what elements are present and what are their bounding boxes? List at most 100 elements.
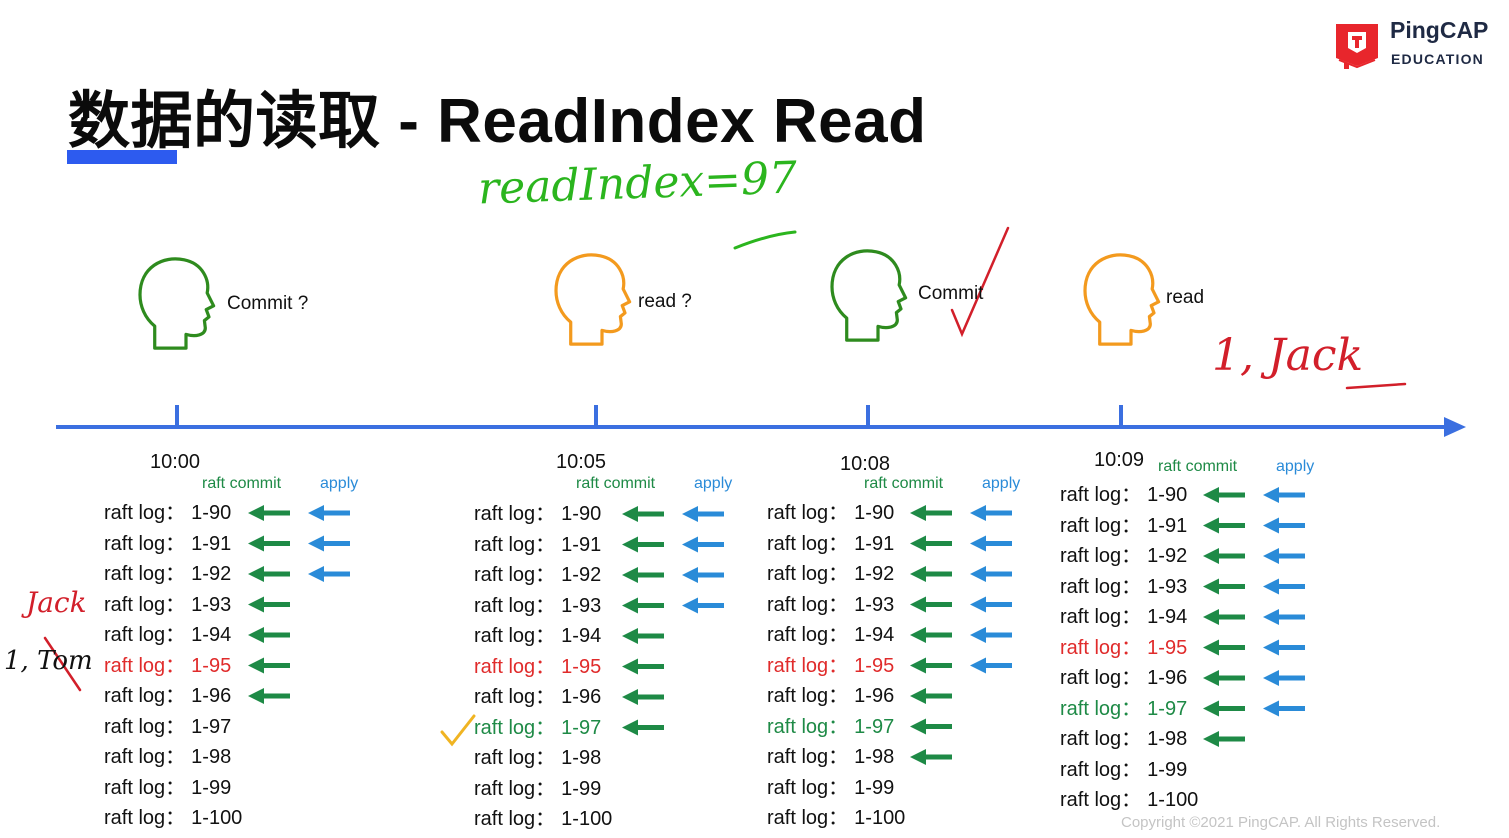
raft-log-row: raft log：1-94 bbox=[474, 624, 601, 648]
raft-log-label: raft log： bbox=[104, 776, 186, 799]
raft-log-label: raft log： bbox=[1060, 606, 1142, 628]
raft-log-label: raft log： bbox=[104, 624, 186, 646]
raft-log-value: 1-92 bbox=[854, 563, 895, 585]
raft-log-value: 1-96 bbox=[191, 685, 232, 707]
raft-log-value: 1-100 bbox=[854, 807, 906, 829]
raft-log-value: 1-91 bbox=[1147, 514, 1188, 537]
raft-log-label: raft log： bbox=[474, 747, 556, 769]
raft-log-value: 1-93 bbox=[561, 594, 602, 617]
commit-arrow-icon bbox=[248, 657, 290, 674]
logo-name: PingCAP bbox=[1390, 17, 1489, 43]
time-label: 10:05 bbox=[556, 451, 607, 473]
commit-arrow-icon bbox=[622, 506, 664, 522]
logo-subtitle: EDUCATION bbox=[1391, 51, 1484, 67]
apply-arrow-icon bbox=[308, 535, 350, 552]
apply-arrow-icon bbox=[682, 567, 724, 583]
commit-arrow-icon bbox=[622, 567, 664, 583]
raft-log-row: raft log：1-100 bbox=[767, 806, 905, 830]
raft-log-label: raft log： bbox=[474, 808, 556, 830]
raft-log-row: raft log：1-92 bbox=[1060, 544, 1187, 568]
raft-log-value: 1-92 bbox=[1147, 545, 1188, 567]
raft-commit-header: raft commit bbox=[202, 475, 282, 492]
commit-arrow-icon bbox=[248, 596, 290, 613]
raft-log-row: raft log：1-90 bbox=[474, 502, 601, 526]
raft-log-row: raft log：1-92 bbox=[474, 563, 601, 587]
raft-log-label: raft log： bbox=[104, 593, 186, 616]
raft-log-label: raft log： bbox=[474, 503, 556, 525]
raft-log-label: raft log： bbox=[104, 563, 186, 585]
time-label: 10:08 bbox=[840, 453, 891, 475]
raft-log-value: 1-95 bbox=[854, 654, 895, 677]
raft-log-value: 1-96 bbox=[561, 686, 602, 708]
apply-header: apply bbox=[320, 475, 359, 492]
head-label: Commit bbox=[918, 283, 984, 304]
head-label: read ? bbox=[638, 291, 692, 312]
commit-arrow-icon bbox=[622, 719, 664, 736]
raft-log-row: raft log：1-94 bbox=[767, 623, 894, 647]
head-label: Commit ? bbox=[227, 293, 309, 314]
raft-log-value: 1-94 bbox=[1147, 606, 1188, 628]
raft-log-row: raft log：1-96 bbox=[474, 685, 601, 709]
raft-log-row: raft log：1-91 bbox=[104, 532, 231, 556]
raft-log-value: 1-97 bbox=[561, 716, 602, 739]
raft-log-row: raft log：1-96 bbox=[767, 684, 894, 708]
raft-log-label: raft log： bbox=[767, 624, 849, 646]
apply-arrow-icon bbox=[970, 657, 1012, 674]
raft-log-value: 1-97 bbox=[854, 715, 895, 738]
read-check-mark bbox=[440, 714, 476, 747]
raft-log-value: 1-95 bbox=[191, 654, 232, 677]
commit-arrow-icon bbox=[910, 535, 952, 552]
raft-log-label: raft log： bbox=[767, 685, 849, 707]
raft-log-row: raft log：1-98 bbox=[474, 746, 601, 770]
apply-arrow-icon bbox=[1263, 548, 1305, 564]
timeline-arrowhead bbox=[1444, 417, 1466, 437]
commit-arrow-icon bbox=[910, 657, 952, 674]
commit-arrow-icon bbox=[248, 535, 290, 552]
raft-log-value: 1-90 bbox=[854, 502, 895, 524]
person-head-icon bbox=[1083, 253, 1161, 346]
raft-log-row: raft log：1-93 bbox=[1060, 575, 1187, 599]
raft-log-label: raft log： bbox=[104, 502, 186, 524]
head-label: read bbox=[1166, 287, 1205, 308]
raft-log-value: 1-91 bbox=[854, 532, 895, 555]
jack-top-annotation: 1, Jack bbox=[1212, 330, 1364, 381]
raft-log-value: 1-98 bbox=[1147, 728, 1188, 750]
raft-log-row: raft log：1-99 bbox=[474, 777, 601, 801]
raft-log-label: raft log： bbox=[1060, 636, 1142, 659]
raft-log-value: 1-100 bbox=[191, 807, 243, 829]
raft-log-value: 1-94 bbox=[854, 624, 895, 646]
apply-arrow-icon bbox=[1263, 700, 1305, 717]
raft-log-label: raft log： bbox=[474, 777, 556, 800]
commit-arrow-icon bbox=[1203, 731, 1245, 747]
raft-log-row: raft log：1-93 bbox=[767, 593, 894, 617]
raft-log-value: 1-92 bbox=[561, 564, 602, 586]
raft-log-row: raft log：1-95 bbox=[104, 654, 231, 678]
person-head-icon bbox=[554, 253, 632, 346]
raft-log-label: raft log： bbox=[767, 563, 849, 585]
raft-log-value: 1-94 bbox=[191, 624, 232, 646]
raft-log-row: raft log：1-93 bbox=[104, 593, 231, 617]
raft-log-label: raft log： bbox=[104, 715, 186, 738]
raft-log-row: raft log：1-97 bbox=[767, 715, 894, 739]
raft-log-value: 1-98 bbox=[561, 747, 602, 769]
raft-log-label: raft log： bbox=[767, 593, 849, 616]
raft-log-value: 1-94 bbox=[561, 625, 602, 647]
jack-left-annotation: Jack bbox=[26, 586, 87, 619]
raft-log-value: 1-90 bbox=[1147, 484, 1188, 506]
raft-log-label: raft log： bbox=[474, 686, 556, 708]
raft-log-label: raft log： bbox=[767, 502, 849, 524]
apply-arrow-icon bbox=[1263, 639, 1305, 656]
raft-log-value: 1-91 bbox=[561, 533, 602, 556]
raft-log-label: raft log： bbox=[474, 594, 556, 617]
raft-log-row: raft log：1-95 bbox=[1060, 636, 1187, 660]
raft-log-label: raft log： bbox=[767, 532, 849, 555]
raft-log-value: 1-97 bbox=[1147, 697, 1188, 720]
raft-log-value: 1-90 bbox=[191, 502, 232, 524]
commit-arrow-icon bbox=[622, 689, 664, 705]
commit-arrow-icon bbox=[1203, 609, 1245, 625]
commit-arrow-icon bbox=[248, 688, 290, 704]
commit-arrow-icon bbox=[1203, 670, 1245, 686]
raft-log-row: raft log：1-98 bbox=[767, 745, 894, 769]
raft-log-row: raft log：1-94 bbox=[104, 623, 231, 647]
apply-header: apply bbox=[982, 475, 1021, 492]
